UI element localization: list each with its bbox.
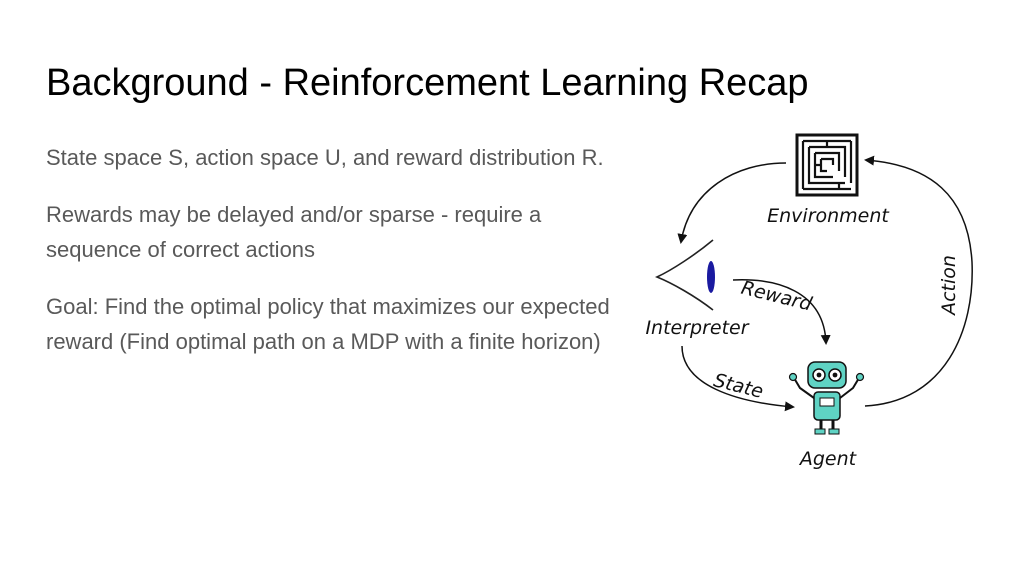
arrow-interpreter-to-agent-reward (732, 279, 831, 345)
robot-icon (788, 361, 865, 435)
action-label: Action (938, 255, 960, 317)
slide-title: Background - Reinforcement Learning Reca… (46, 62, 809, 104)
maze-icon (795, 133, 859, 197)
slide-body: State space S, action space U, and rewar… (46, 140, 626, 381)
eye-icon (654, 239, 715, 311)
environment-label: Environment (767, 205, 890, 227)
arrow-agent-to-environment (864, 155, 973, 407)
rl-loop-diagram: Environment Interpreter Agent Action Rew… (645, 133, 973, 470)
arrow-interpreter-to-agent-state (681, 345, 795, 412)
paragraph-goal: Goal: Find the optimal policy that maxim… (46, 294, 610, 354)
paragraph-state-space: State space S, action space U, and rewar… (46, 145, 604, 170)
arrow-environment-to-interpreter (677, 162, 787, 244)
interpreter-label: Interpreter (645, 317, 749, 339)
agent-label: Agent (798, 448, 858, 470)
paragraph-rewards: Rewards may be delayed and/or sparse - r… (46, 202, 542, 262)
reward-label: Reward (739, 277, 815, 316)
